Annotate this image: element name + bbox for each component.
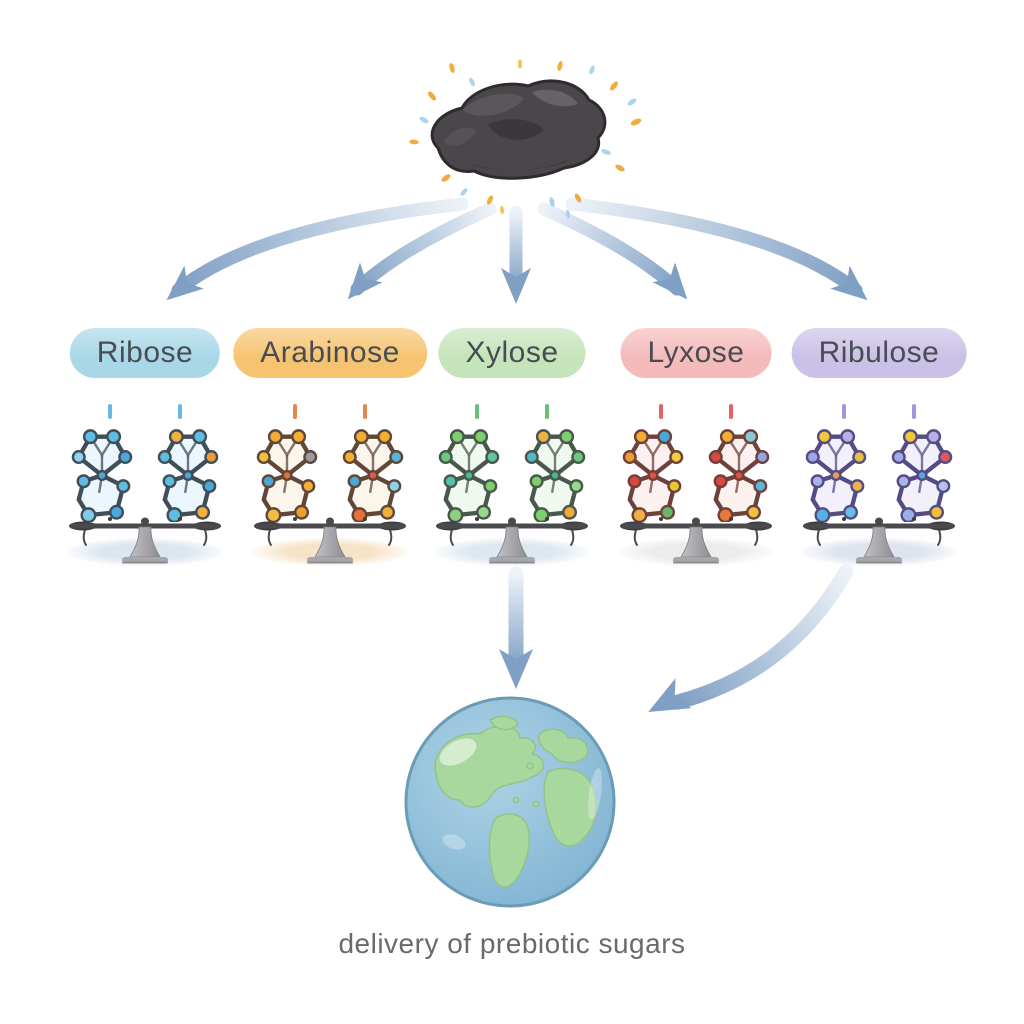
sugar-column-xylose: Xylose <box>419 328 605 578</box>
sugar-column-arabinose: Arabinose <box>233 328 427 578</box>
balance-scale-illustration <box>69 517 221 564</box>
arrowhead-lyxose <box>652 262 688 300</box>
meteorite-illustration <box>392 58 644 224</box>
sugar-name-pill: Ribulose <box>791 328 967 378</box>
arrowhead-xylose <box>501 268 531 304</box>
balance-dot-left <box>842 517 846 521</box>
balance-dot-left <box>659 517 663 521</box>
sugar-molecule-right-illustration <box>524 429 586 522</box>
arrowhead-earth-right <box>648 678 692 712</box>
drop-tick-right <box>363 404 367 419</box>
arrow-meteorite-to-ribulose <box>565 197 863 297</box>
earth-illustration <box>402 694 618 910</box>
balance-dot-left <box>293 517 297 521</box>
sugar-molecule-right-illustration <box>708 429 770 522</box>
drop-tick-right <box>729 404 733 419</box>
balance-scale-illustration <box>254 517 406 564</box>
balance-dot-right <box>178 517 182 521</box>
balance-scale-illustration <box>620 517 772 564</box>
sugar-name-label: Arabinose <box>260 336 400 369</box>
arrow-meteorite-to-lyxose <box>537 202 684 296</box>
arrow-meteorite-to-arabinose <box>350 202 497 296</box>
sugar-column-ribose: Ribose <box>52 328 238 578</box>
sugar-molecule-left-illustration <box>622 429 684 522</box>
sugar-molecule-left-illustration <box>805 429 867 522</box>
sugar-column-lyxose: Lyxose <box>603 328 789 578</box>
molecule-pair <box>237 425 423 522</box>
arrowhead-ribulose <box>830 265 868 301</box>
sugar-name-pill: Lyxose <box>620 328 772 378</box>
balance-scale-illustration <box>436 517 588 564</box>
balance-scale-illustration <box>803 517 955 564</box>
drop-tick-left <box>659 404 663 419</box>
sugar-name-label: Xylose <box>465 336 559 369</box>
meteorite-rock <box>430 79 607 180</box>
arrowhead-earth-center <box>499 649 533 689</box>
arrow-meteorite-to-ribose <box>171 197 469 297</box>
balance-dot-right <box>545 517 549 521</box>
balance-dot-right <box>363 517 367 521</box>
balance-dot-right <box>729 517 733 521</box>
balance-dot-left <box>475 517 479 521</box>
sugar-molecule-right-illustration <box>342 429 404 522</box>
arrowhead-ribose <box>166 265 204 301</box>
drop-tick-left <box>293 404 297 419</box>
molecule-pair <box>419 425 605 522</box>
sugar-name-label: Ribose <box>96 336 194 369</box>
caption-text: delivery of prebiotic sugars <box>338 928 686 959</box>
arrow-ribulose-to-earth <box>670 564 854 710</box>
sugar-molecule-left-illustration <box>256 429 318 522</box>
sugar-molecule-left-illustration <box>71 429 133 522</box>
sugar-column-ribulose: Ribulose <box>786 328 972 578</box>
arrowhead-arabinose <box>347 262 383 300</box>
drop-tick-right <box>178 404 182 419</box>
sugar-molecule-right-illustration <box>157 429 219 522</box>
impact-sparkles <box>409 59 642 219</box>
drop-tick-right <box>912 404 916 419</box>
earth-gloss-highlights <box>439 738 602 850</box>
sugar-name-label: Lyxose <box>647 336 745 369</box>
balance-dot-right <box>912 517 916 521</box>
sugar-name-pill: Ribose <box>69 328 221 378</box>
molecule-pair <box>603 425 789 522</box>
drop-tick-left <box>108 404 112 419</box>
drop-tick-left <box>842 404 846 419</box>
sugar-molecule-left-illustration <box>438 429 500 522</box>
molecule-pair <box>786 425 972 522</box>
sugar-name-label: Ribulose <box>818 336 940 369</box>
drop-tick-left <box>475 404 479 419</box>
balance-dot-left <box>108 517 112 521</box>
sugar-name-pill: Arabinose <box>233 328 427 378</box>
molecule-pair <box>52 425 238 522</box>
sugar-name-pill: Xylose <box>438 328 586 378</box>
sugar-molecule-right-illustration <box>891 429 953 522</box>
drop-tick-right <box>545 404 549 419</box>
